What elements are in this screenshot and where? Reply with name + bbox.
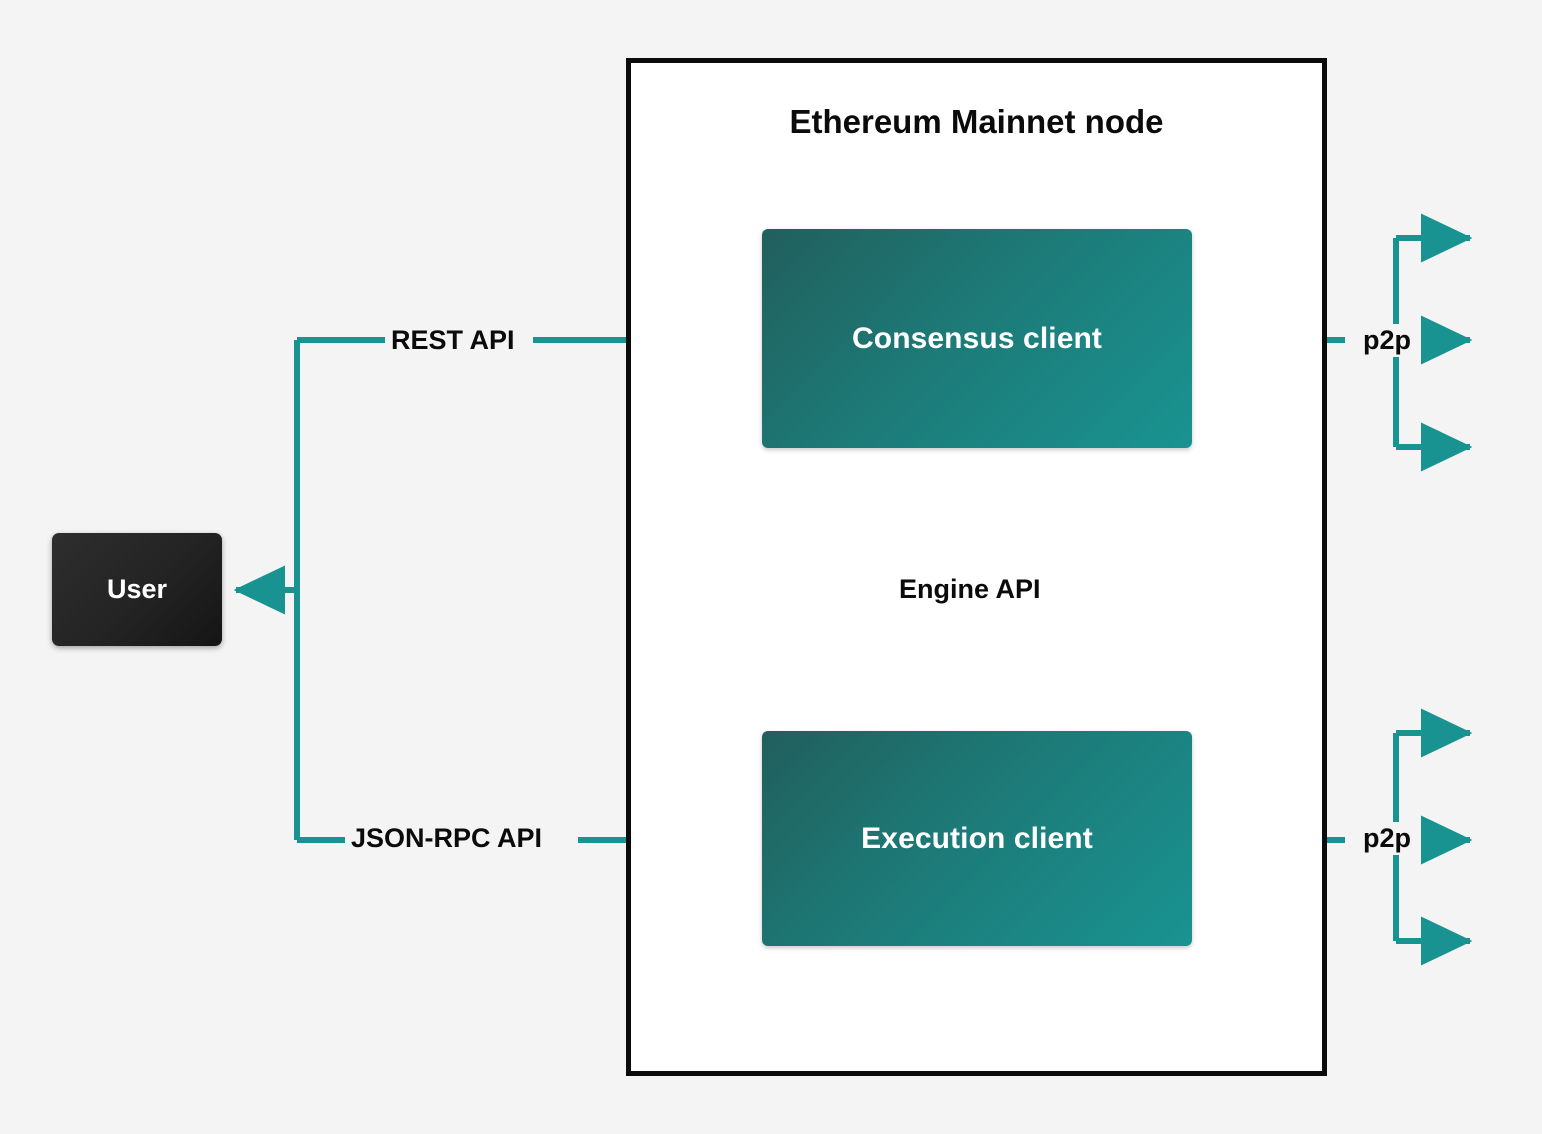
p2p-execution-label: p2p (1358, 822, 1417, 855)
execution-client-box[interactable]: Execution client (762, 731, 1192, 946)
rest-api-label: REST API (385, 324, 521, 357)
node-title: Ethereum Mainnet node (789, 103, 1164, 140)
engine-api-label: Engine API (893, 572, 1047, 607)
consensus-client-box[interactable]: Consensus client (762, 229, 1192, 448)
jsonrpc-api-label: JSON-RPC API (345, 822, 549, 855)
consensus-client-label: Consensus client (852, 321, 1102, 355)
user-label: User (106, 574, 168, 604)
p2p-consensus-label: p2p (1358, 324, 1417, 357)
user-box[interactable]: User (52, 533, 222, 646)
wire-user-bus (233, 337, 388, 843)
execution-client-label: Execution client (861, 821, 1093, 855)
